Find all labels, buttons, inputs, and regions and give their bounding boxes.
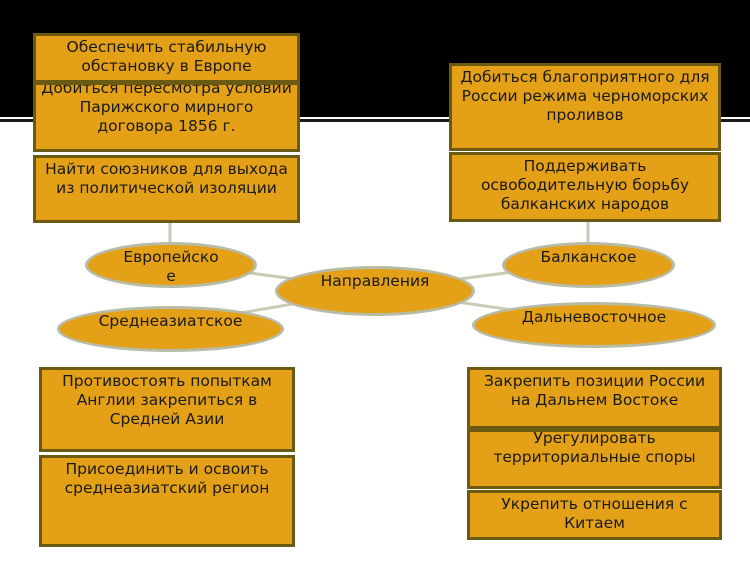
title-band-underline xyxy=(0,119,750,122)
goal-far-eastern-2: Урегулировать территориальные споры xyxy=(467,429,722,489)
goal-far-eastern-1: Закрепить позиции России на Дальнем Вост… xyxy=(467,367,722,429)
goal-balkan-1: Добиться благоприятного для России режим… xyxy=(449,63,721,151)
goal-balkan-2: Поддерживать освободительную борьбу балк… xyxy=(449,152,721,222)
node-central-asian: Среднеазиатское xyxy=(57,306,284,352)
node-far-eastern: Дальневосточное xyxy=(472,302,716,348)
goal-european-2: Добиться пересмотра условий Парижского м… xyxy=(33,82,300,152)
node-balkan: Балканское xyxy=(502,242,675,288)
goal-european-1: Обеспечить стабильную обстановку в Европ… xyxy=(33,33,300,83)
goal-central-asian-1: Противостоять попыткам Англии закрепитьс… xyxy=(39,367,295,452)
goal-european-3: Найти союзников для выхода из политическ… xyxy=(33,155,300,223)
node-center[interactable]: Направления xyxy=(275,266,475,316)
goal-central-asian-2: Присоединить и освоить среднеазиатский р… xyxy=(39,455,295,547)
goal-far-eastern-3: Укрепить отношения с Китаем xyxy=(467,490,722,540)
node-european: Европейское xyxy=(85,242,257,288)
